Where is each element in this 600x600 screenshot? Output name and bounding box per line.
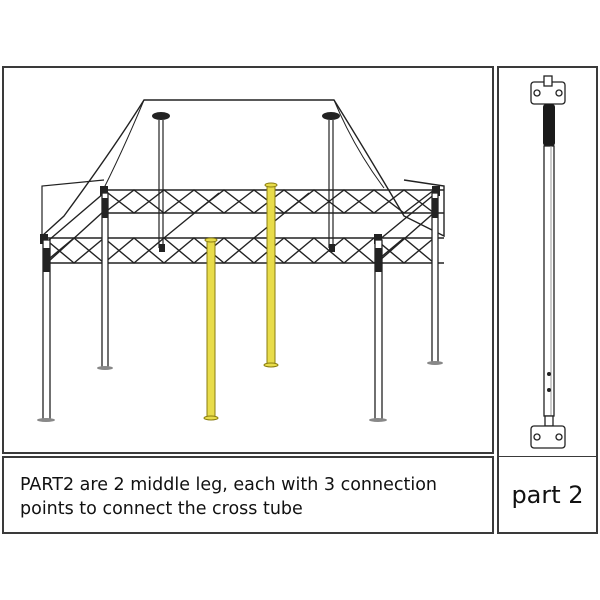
part-label-panel: part 2 <box>497 456 598 534</box>
caption-panel: PART2 are 2 middle leg, each with 3 conn… <box>2 456 494 534</box>
canopy-frame-illustration <box>37 99 445 422</box>
middle-leg-back <box>263 182 279 368</box>
corner-legs <box>42 192 439 421</box>
middle-leg-illustration <box>530 75 566 449</box>
grip <box>543 104 555 146</box>
center-cap-left <box>152 112 170 120</box>
part-label: part 2 <box>511 480 584 509</box>
middle-leg-front <box>203 237 219 421</box>
caption-line-2: points to connect the cross tube <box>20 499 303 519</box>
bottom-bracket <box>530 415 566 449</box>
top-bracket <box>530 75 566 105</box>
center-cap-right <box>322 112 340 120</box>
caption-text: PART2 are 2 middle leg, each with 3 conn… <box>20 473 485 521</box>
caption-line-1: PART2 are 2 middle leg, each with 3 conn… <box>20 475 437 495</box>
canopy-diagram-panel <box>2 66 494 454</box>
